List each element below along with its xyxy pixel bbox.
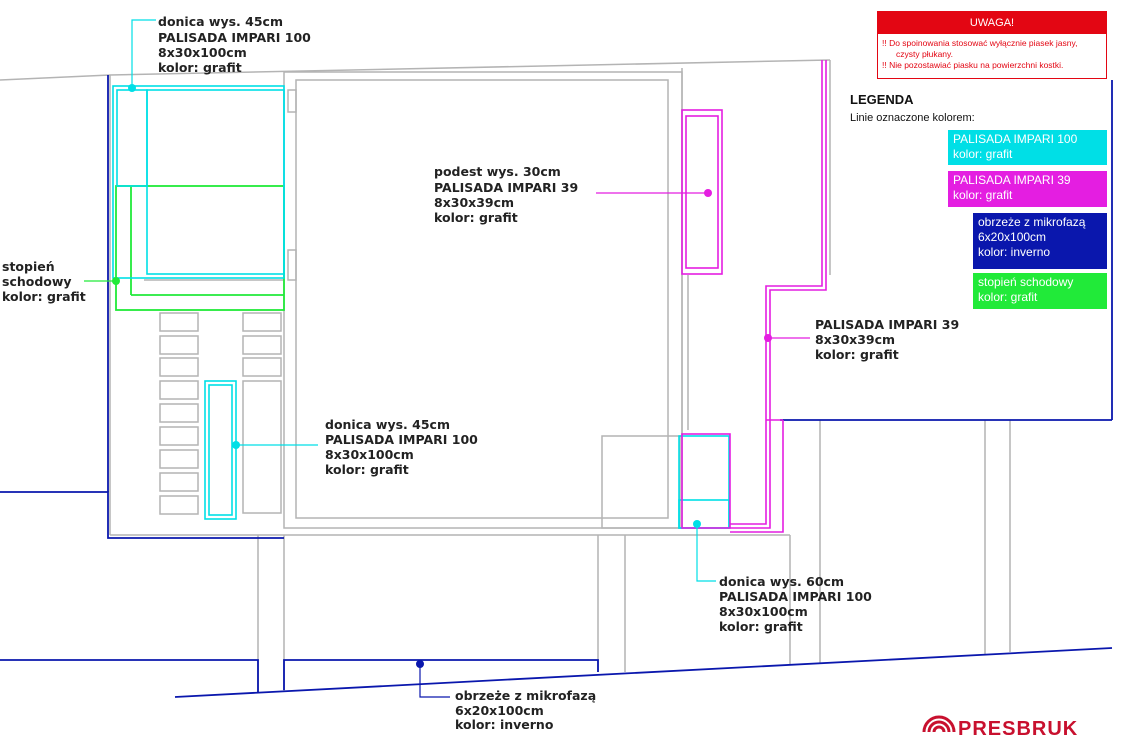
- ann-line: 8x30x100cm: [325, 447, 414, 462]
- ann-line: PALISADA IMPARI 39: [434, 180, 578, 195]
- ann-line: PALISADA IMPARI 100: [719, 589, 872, 604]
- legend-item-palisada-100: PALISADA IMPARI 100 kolor: grafit: [948, 130, 1107, 165]
- legend-item-line: PALISADA IMPARI 39: [953, 173, 1071, 187]
- warning-line-1: !! Do spoinowania stosować wyłącznie pia…: [882, 38, 1078, 48]
- annotation-stopien: stopień schodowy kolor: grafit: [2, 259, 86, 304]
- magenta-palisade: [681, 60, 827, 533]
- legend-item-line: PALISADA IMPARI 100: [953, 132, 1078, 146]
- ann-line: kolor: grafit: [158, 60, 242, 75]
- legend-item-line: stopień schodowy: [978, 275, 1074, 289]
- leader-dots: [112, 84, 772, 668]
- ann-line: schodowy: [2, 274, 72, 289]
- ann-line: 8x30x39cm: [815, 332, 895, 347]
- ann-line: donica wys. 60cm: [719, 574, 844, 589]
- green-step: [115, 185, 285, 311]
- ann-line: kolor: grafit: [325, 462, 409, 477]
- annotation-obrzeze: obrzeże z mikrofazą 6x20x100cm kolor: in…: [455, 688, 596, 732]
- dot-podest: [704, 189, 712, 197]
- annotation-donica-top: donica wys. 45cm PALISADA IMPARI 100 8x3…: [158, 14, 311, 75]
- annotation-donica-60: donica wys. 60cm PALISADA IMPARI 100 8x3…: [719, 574, 872, 634]
- legend-item-stopien: stopień schodowy kolor: grafit: [973, 273, 1107, 309]
- legend-item-line: kolor: grafit: [978, 290, 1038, 304]
- ann-line: stopień: [2, 259, 55, 274]
- ann-line: PALISADA IMPARI 39: [815, 317, 959, 332]
- annotation-palisada-right: PALISADA IMPARI 39 8x30x39cm kolor: graf…: [815, 317, 959, 362]
- ann-line: obrzeże z mikrofazą: [455, 688, 596, 703]
- legend-item-line: kolor: inverno: [978, 245, 1051, 259]
- ann-line: PALISADA IMPARI 100: [158, 30, 311, 45]
- warning-line-2: !! Nie pozostawiać piasku na powierzchni…: [882, 60, 1064, 70]
- warning-title: UWAGA!: [878, 12, 1106, 34]
- ann-line: kolor: inverno: [455, 717, 554, 732]
- ann-line: 8x30x100cm: [719, 604, 808, 619]
- dot-donica-60: [693, 520, 701, 528]
- ann-line: 8x30x100cm: [158, 45, 247, 60]
- ann-line: 6x20x100cm: [455, 703, 544, 718]
- ann-line: 8x30x39cm: [434, 195, 514, 210]
- leader-lines: [84, 19, 810, 698]
- brand-logo-text: PRESBRUK: [958, 718, 1079, 740]
- ann-line: kolor: grafit: [815, 347, 899, 362]
- legend-subtitle: Linie oznaczone kolorem:: [850, 112, 975, 124]
- warning-box: UWAGA! !! Do spoinowania stosować wyłącz…: [877, 11, 1107, 79]
- legend-item-line: kolor: grafit: [953, 147, 1013, 161]
- ann-line: donica wys. 45cm: [325, 417, 450, 432]
- annotation-podest: podest wys. 30cm PALISADA IMPARI 39 8x30…: [434, 164, 578, 225]
- dot-donica-top: [128, 84, 136, 92]
- ann-line: kolor: grafit: [2, 289, 86, 304]
- legend-item-palisada-39: PALISADA IMPARI 39 kolor: grafit: [948, 171, 1107, 207]
- legend-item-line: obrzeże z mikrofazą: [978, 215, 1086, 229]
- warning-line-1b: czysty płukany.: [896, 49, 954, 59]
- legend-item-obrzeze: obrzeże z mikrofazą 6x20x100cm kolor: in…: [973, 213, 1107, 269]
- ann-line: kolor: grafit: [434, 210, 518, 225]
- legend-item-line: kolor: grafit: [953, 188, 1013, 202]
- legend-item-line: 6x20x100cm: [978, 230, 1047, 244]
- dot-palisada-right: [764, 334, 772, 342]
- legend-title: LEGENDA: [850, 92, 914, 107]
- cyan-planters: [112, 85, 730, 529]
- ann-line: podest wys. 30cm: [434, 164, 561, 179]
- ann-line: PALISADA IMPARI 100: [325, 432, 478, 447]
- dot-stopien: [112, 277, 120, 285]
- annotation-donica-mid: donica wys. 45cm PALISADA IMPARI 100 8x3…: [325, 417, 478, 477]
- ann-line: kolor: grafit: [719, 619, 803, 634]
- brand-logo-icon: [922, 715, 956, 732]
- dot-donica-mid: [232, 441, 240, 449]
- dot-obrzeze: [416, 660, 424, 668]
- ann-line: donica wys. 45cm: [158, 14, 283, 29]
- navy-edging: [0, 75, 1113, 698]
